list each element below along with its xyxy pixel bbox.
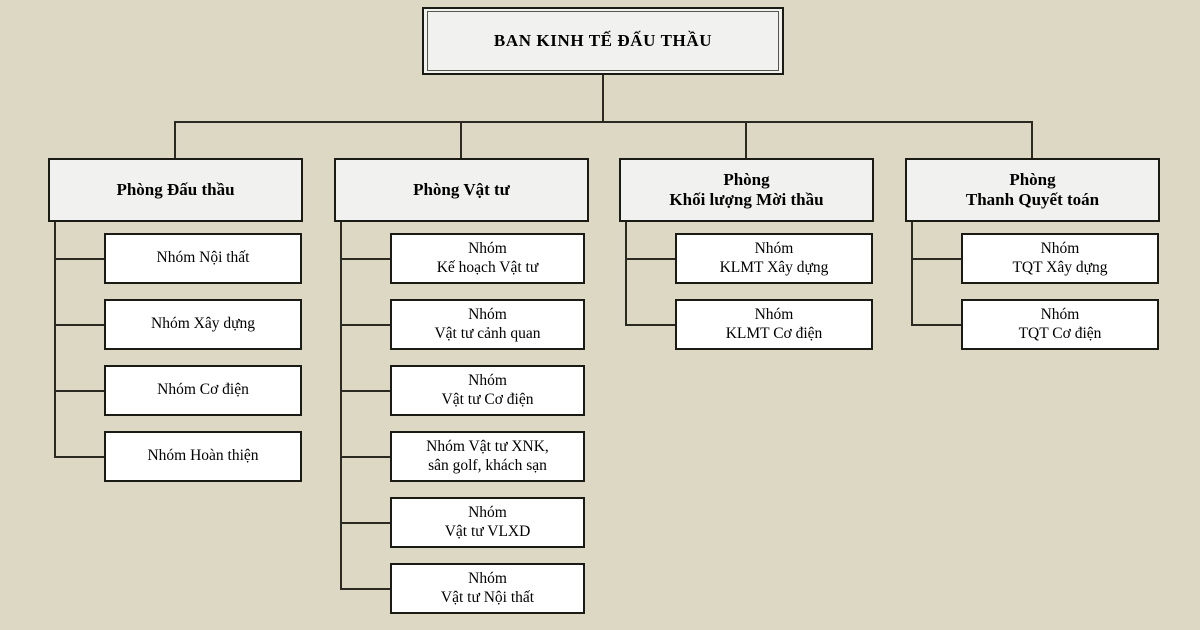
connector-stub-1-2 xyxy=(54,324,106,326)
connector-stub-2-1 xyxy=(340,258,392,260)
department-node-3[interactable]: Phòng Khối lượng Mời thầu xyxy=(619,158,874,222)
leaf-node-3-2-label: Nhóm KLMT Cơ điện xyxy=(725,306,823,342)
leaf-node-3-1-label: Nhóm KLMT Xây dựng xyxy=(719,240,829,276)
connector-spine-4 xyxy=(911,222,913,326)
connector-stub-2-4 xyxy=(340,456,392,458)
leaf-node-3-2[interactable]: Nhóm KLMT Cơ điện xyxy=(675,299,873,350)
leaf-node-2-1[interactable]: Nhóm Kế hoạch Vật tư xyxy=(390,233,585,284)
connector-stub-2-3 xyxy=(340,390,392,392)
leaf-node-2-3-label: Nhóm Vật tư Cơ điện xyxy=(441,372,534,408)
connector-stub-4-1 xyxy=(911,258,963,260)
connector-stub-3-1 xyxy=(625,258,677,260)
department-node-1-label: Phòng Đấu thầu xyxy=(116,179,235,199)
connector-spine-2 xyxy=(340,222,342,590)
leaf-node-1-4[interactable]: Nhóm Hoàn thiện xyxy=(104,431,302,482)
connector-stub-2-6 xyxy=(340,588,392,590)
connector-spine-1 xyxy=(54,222,56,457)
leaf-node-1-4-label: Nhóm Hoàn thiện xyxy=(147,447,259,465)
department-node-3-label: Phòng Khối lượng Mời thầu xyxy=(669,169,824,209)
leaf-node-2-4[interactable]: Nhóm Vật tư XNK, sân golf, khách sạn xyxy=(390,431,585,482)
leaf-node-1-2[interactable]: Nhóm Xây dựng xyxy=(104,299,302,350)
connector-root-drop xyxy=(602,75,604,122)
leaf-node-1-1-label: Nhóm Nội thất xyxy=(156,249,250,267)
leaf-node-2-5-label: Nhóm Vật tư VLXD xyxy=(444,504,531,540)
leaf-node-4-2-label: Nhóm TQT Cơ điện xyxy=(1018,306,1102,342)
leaf-node-2-6-label: Nhóm Vật tư Nội thất xyxy=(440,570,535,606)
connector-stub-1-4 xyxy=(54,456,106,458)
leaf-node-2-4-label: Nhóm Vật tư XNK, sân golf, khách sạn xyxy=(426,438,549,474)
root-node-label: BAN KINH TẾ ĐẤU THẦU xyxy=(493,30,713,50)
department-node-1[interactable]: Phòng Đấu thầu xyxy=(48,158,303,222)
root-node-inner-border: BAN KINH TẾ ĐẤU THẦU xyxy=(427,11,779,71)
connector-stub-2-2 xyxy=(340,324,392,326)
connector-dept-drop-2 xyxy=(460,121,462,158)
leaf-node-2-5[interactable]: Nhóm Vật tư VLXD xyxy=(390,497,585,548)
leaf-node-2-2-label: Nhóm Vật tư cảnh quan xyxy=(434,306,541,342)
connector-stub-3-2 xyxy=(625,324,677,326)
connector-stub-2-5 xyxy=(340,522,392,524)
connector-stub-1-1 xyxy=(54,258,106,260)
department-node-2[interactable]: Phòng Vật tư xyxy=(334,158,589,222)
connector-stub-1-3 xyxy=(54,390,106,392)
connector-spine-3 xyxy=(625,222,627,326)
department-node-4[interactable]: Phòng Thanh Quyết toán xyxy=(905,158,1160,222)
leaf-node-4-1[interactable]: Nhóm TQT Xây dựng xyxy=(961,233,1159,284)
leaf-node-1-2-label: Nhóm Xây dựng xyxy=(151,315,255,333)
department-node-2-label: Phòng Vật tư xyxy=(413,179,510,199)
connector-stub-4-2 xyxy=(911,324,963,326)
root-node[interactable]: BAN KINH TẾ ĐẤU THẦU xyxy=(422,7,784,75)
connector-dept-drop-3 xyxy=(745,121,747,158)
leaf-node-2-1-label: Nhóm Kế hoạch Vật tư xyxy=(436,240,539,276)
leaf-node-4-1-label: Nhóm TQT Xây dựng xyxy=(1012,240,1108,276)
leaf-node-1-3[interactable]: Nhóm Cơ điện xyxy=(104,365,302,416)
leaf-node-2-6[interactable]: Nhóm Vật tư Nội thất xyxy=(390,563,585,614)
leaf-node-2-3[interactable]: Nhóm Vật tư Cơ điện xyxy=(390,365,585,416)
department-node-4-label: Phòng Thanh Quyết toán xyxy=(965,169,1100,209)
connector-horizontal-bus xyxy=(174,121,1032,123)
leaf-node-2-2[interactable]: Nhóm Vật tư cảnh quan xyxy=(390,299,585,350)
leaf-node-3-1[interactable]: Nhóm KLMT Xây dựng xyxy=(675,233,873,284)
leaf-node-1-3-label: Nhóm Cơ điện xyxy=(157,381,249,399)
connector-dept-drop-4 xyxy=(1031,121,1033,158)
connector-dept-drop-1 xyxy=(174,121,176,158)
leaf-node-1-1[interactable]: Nhóm Nội thất xyxy=(104,233,302,284)
leaf-node-4-2[interactable]: Nhóm TQT Cơ điện xyxy=(961,299,1159,350)
